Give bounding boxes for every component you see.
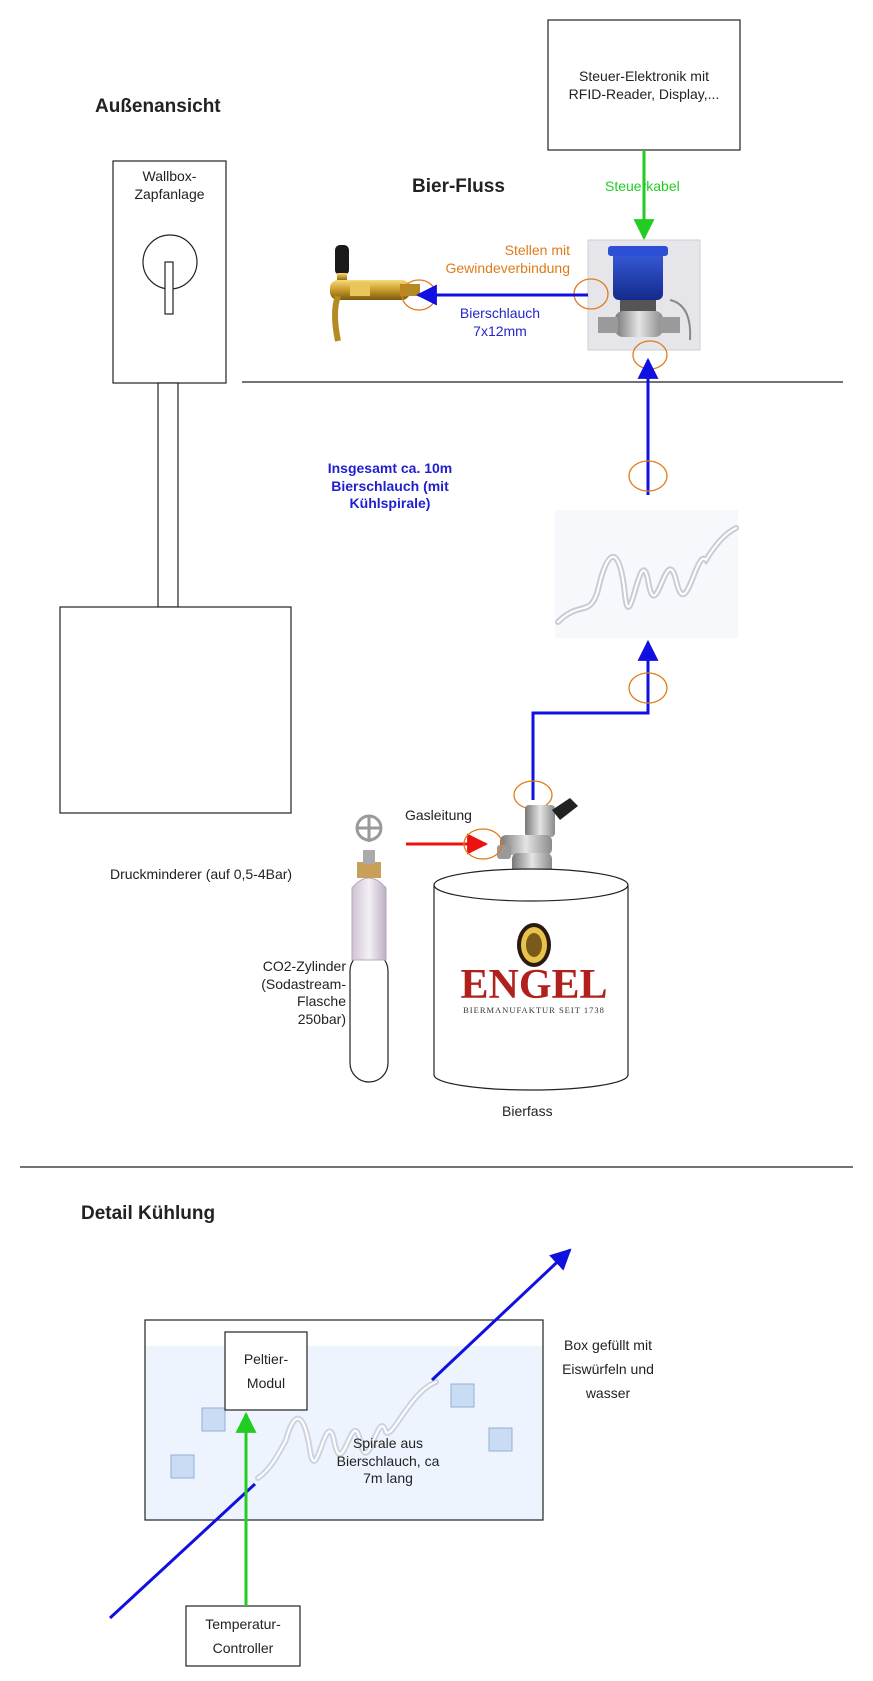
- beer-hose-arrow: [531, 639, 659, 800]
- box-label: Box gefüllt mit Eiswürfeln und wasser: [562, 1337, 654, 1401]
- wallbox-label: Wallbox- Zapfanlage: [134, 168, 205, 202]
- threaded-connections-label: Stellen mit Gewindeverbindung: [445, 242, 570, 276]
- keg-label: Bierfass: [502, 1103, 553, 1119]
- beer-hose-label: Bierschlauch 7x12mm: [459, 305, 541, 339]
- controller-box: [547, 19, 741, 151]
- keg-brand-subtitle: BIERMANUFAKTUR SEIT 1738: [463, 1005, 605, 1015]
- control-cable-label: Steuerkabel: [605, 178, 680, 194]
- beer-outflow-arrow: [430, 1248, 572, 1382]
- co2-cylinder: [349, 814, 389, 1083]
- wallbox-unit: [59, 160, 292, 814]
- temp-controller-label: Temperatur- Controller: [205, 1616, 281, 1656]
- keg-brand-logo: ENGEL BIERMANUFAKTUR SEIT 1738: [460, 923, 608, 1015]
- cooling-detail-title: Detail Kühlung: [81, 1203, 216, 1224]
- cooling-spiral: [555, 510, 739, 638]
- ice-cube: [201, 1407, 226, 1432]
- co2-cylinder-label: CO2-Zylinder (Sodastream- Flasche 250bar…: [261, 958, 346, 1027]
- beer-flow-title: Bier-Fluss: [412, 176, 505, 197]
- peltier-box: [224, 1331, 308, 1411]
- cooling-box: [144, 1319, 544, 1521]
- beer-keg: [433, 868, 629, 1091]
- total-hose-label: Insgesamt ca. 10m Bierschlauch (mit Kühl…: [327, 460, 453, 511]
- controller-label: Steuer-Elektronik mit RFID-Reader, Displ…: [568, 68, 720, 102]
- ice-cube: [488, 1427, 513, 1452]
- outside-view-title: Außenansicht: [95, 96, 221, 117]
- ice-cube: [170, 1454, 195, 1479]
- peltier-label: Peltier- Modul: [243, 1351, 289, 1391]
- gas-line-label: Gasleitung: [405, 807, 472, 823]
- beer-inflow-arrow: [108, 1482, 257, 1620]
- ice-water-fill: [145, 1346, 543, 1520]
- temp-controller-box: [185, 1605, 301, 1667]
- motorized-valve: [587, 239, 701, 351]
- pressure-reducer-label: Druckminderer (auf 0,5-4Bar): [110, 866, 293, 882]
- keg-coupler: [497, 798, 578, 883]
- connection-marker: [463, 828, 503, 860]
- keg-brand: ENGEL: [460, 962, 607, 1008]
- ice-cube: [450, 1383, 475, 1408]
- connection-marker: [628, 460, 668, 492]
- spiral-label: Spirale aus Bierschlauch, ca 7m lang: [336, 1435, 440, 1486]
- connection-marker: [628, 672, 668, 704]
- beer-tap: [330, 245, 420, 342]
- cooling-spiral-highlight: [257, 1381, 437, 1479]
